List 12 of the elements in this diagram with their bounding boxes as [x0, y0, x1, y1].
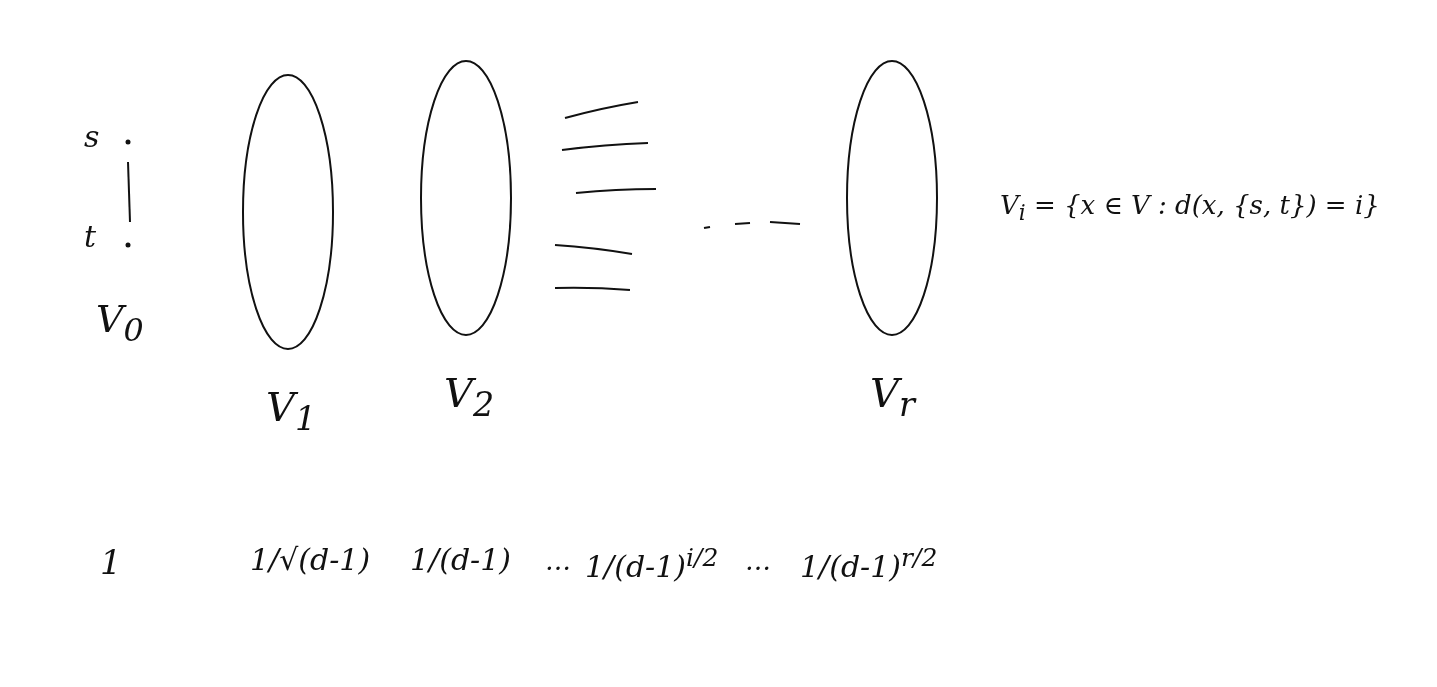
vertex-set-label: V$_{0}$: [96, 300, 144, 347]
vertex-point: t: [82, 222, 134, 268]
weight-fraction: 1/√(d-1): [250, 545, 371, 575]
weight-fraction: 1/(d-1): [410, 545, 512, 575]
edge-line: [127, 161, 131, 223]
ellipsis-dots: …: [745, 548, 771, 574]
ellipsis-dots: …: [545, 548, 571, 574]
weight-value: 1: [100, 545, 122, 579]
weight-fraction: 1/(d-1)$^{i/2}$: [585, 545, 719, 582]
set-definition: V$_{i}$ = {x ∈ V : d(x, {s, t}) = i}: [1000, 192, 1380, 224]
vertex-point: s: [82, 122, 134, 162]
weight-fraction: 1/(d-1)$^{r/2}$: [800, 545, 938, 582]
